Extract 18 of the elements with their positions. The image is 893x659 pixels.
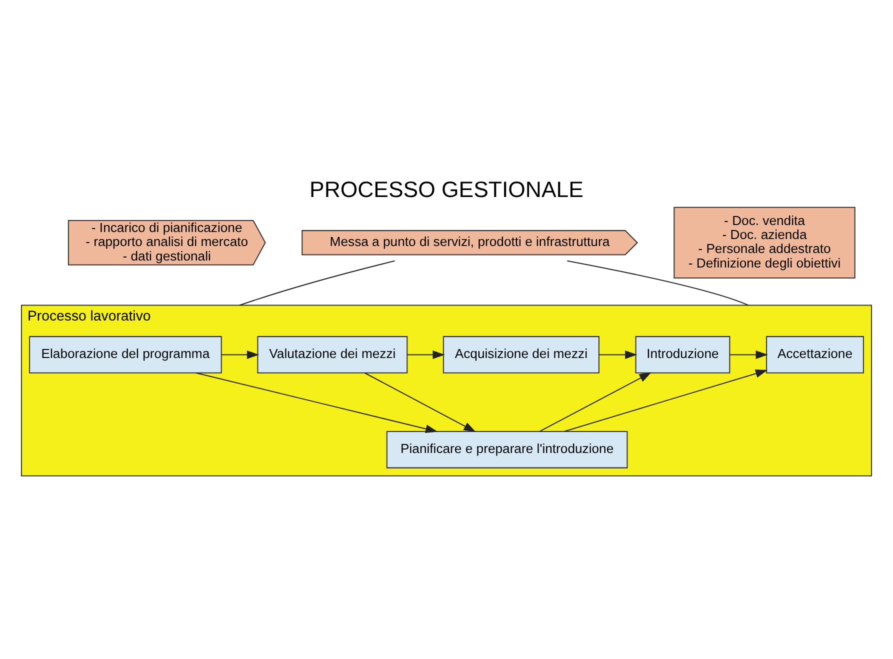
arrow <box>407 350 445 359</box>
arrow <box>540 372 652 432</box>
node-box: Pianificare e preparare l'introduzione <box>386 430 628 468</box>
arrow <box>222 350 260 359</box>
arrow <box>564 369 768 432</box>
node-box: Valutazione dei mezzi <box>257 336 408 374</box>
node-box: Acquisizione dei mezzi <box>442 336 600 374</box>
arrow <box>730 350 768 359</box>
connector <box>567 260 749 306</box>
connector <box>239 260 395 306</box>
node-box: Introduzione <box>635 336 730 374</box>
arrow <box>364 372 476 432</box>
node-box: - Doc. vendita - Doc. azienda - Personale addestrato - Definizione degli obiettivi <box>674 206 856 279</box>
arrow <box>599 350 638 359</box>
arrow <box>196 372 438 433</box>
node-box: Accettazione <box>766 336 864 374</box>
node-box: Elaborazione del programma <box>29 336 222 374</box>
diagram-title: PROCESSO GESTIONALE <box>310 176 584 202</box>
